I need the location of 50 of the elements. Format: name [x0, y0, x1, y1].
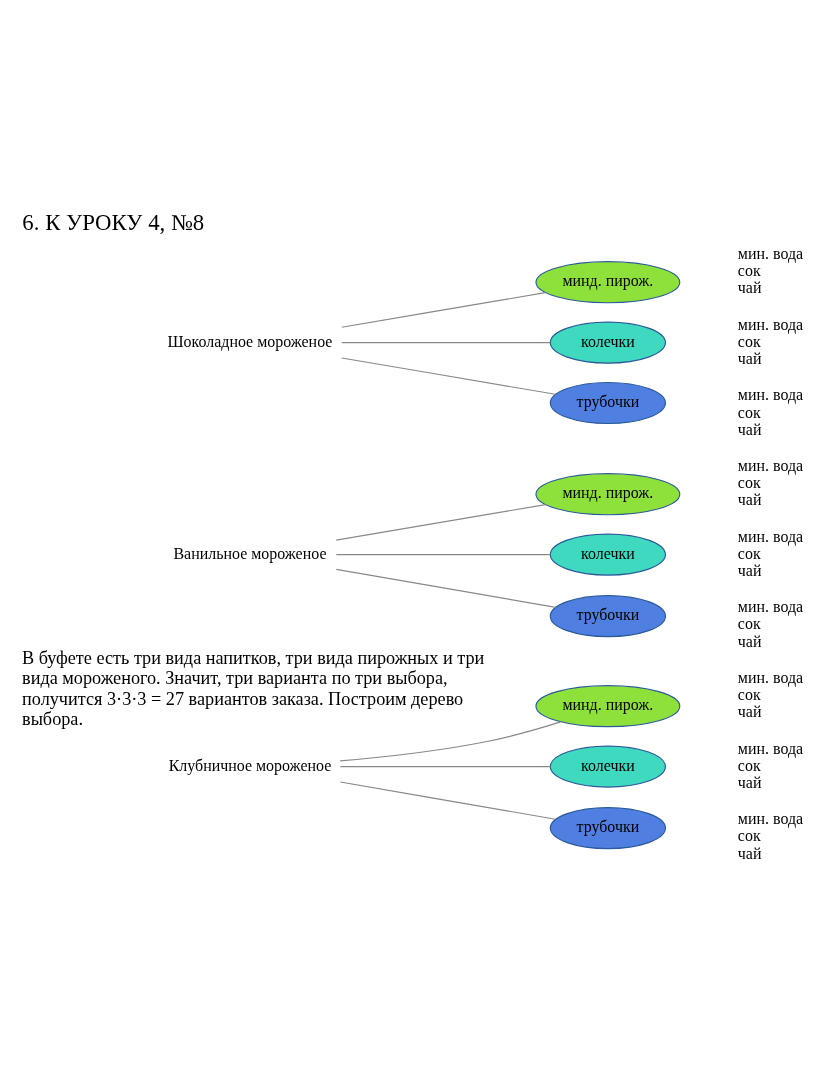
connector: [341, 342, 551, 344]
node-label: мин. вода: [737, 457, 804, 475]
connector: [341, 357, 556, 395]
node-label: мин. вода: [737, 386, 804, 404]
node-label: сок: [737, 332, 761, 350]
node-ellipse: минд. пирож.: [535, 473, 681, 516]
node-text: Клубничное мороженое: [168, 756, 332, 774]
node-label: чай: [737, 703, 762, 721]
node-label: чай: [737, 279, 762, 297]
node-label: чай: [737, 561, 762, 579]
node-label: сок: [737, 262, 761, 280]
diagram-title: 6. К УРОКУ 4, №8: [22, 210, 205, 236]
node-label: чай: [737, 773, 762, 791]
node-label: мин. вода: [737, 810, 804, 828]
connector: [341, 292, 546, 328]
connector: [335, 568, 557, 608]
node-label: мин. вода: [737, 527, 804, 545]
node-label: сок: [737, 827, 761, 845]
connector: [339, 766, 551, 768]
connector: [335, 504, 547, 541]
node-label: чай: [737, 420, 762, 438]
node-ellipse: минд. пирож.: [535, 685, 681, 728]
node-label: чай: [737, 632, 762, 650]
node-label: чай: [737, 491, 762, 509]
node-ellipse: минд. пирож.: [535, 261, 681, 304]
node-label: мин. вода: [737, 598, 804, 616]
node-ellipse: колечки: [549, 745, 666, 788]
node-label: чай: [737, 349, 762, 367]
node-label: мин. вода: [737, 739, 804, 757]
node-label: сок: [737, 686, 761, 704]
node-ellipse: колечки: [549, 533, 666, 576]
node-ellipse: колечки: [549, 321, 666, 364]
connector: [339, 721, 562, 762]
node-ellipse: трубочки: [549, 595, 666, 638]
node-ellipse: трубочки: [549, 381, 666, 425]
node-label: мин. вода: [737, 669, 804, 687]
connector: [335, 554, 551, 556]
node-label: мин. вода: [737, 315, 804, 333]
label: В буфете есть три вида напитков, три вида пирожных и три вида мороженого. Значит, три варианта по три выбора, получится 3·3·3 = 27 вариантов заказа. Построим дерево выбора.: [22, 647, 485, 730]
node-ellipse: трубочки: [549, 807, 666, 850]
node-label: сок: [737, 756, 761, 774]
node-label: сок: [737, 403, 761, 421]
node-label: сок: [737, 474, 761, 492]
node-label: мин. вода: [737, 245, 804, 263]
node-label: сок: [737, 615, 761, 633]
node-label: чай: [737, 844, 762, 862]
connector: [339, 781, 556, 820]
node-label: сок: [737, 544, 761, 562]
node-text: Ванильное мороженое: [173, 544, 327, 562]
node-text: Шоколадное мороженое: [167, 332, 333, 350]
